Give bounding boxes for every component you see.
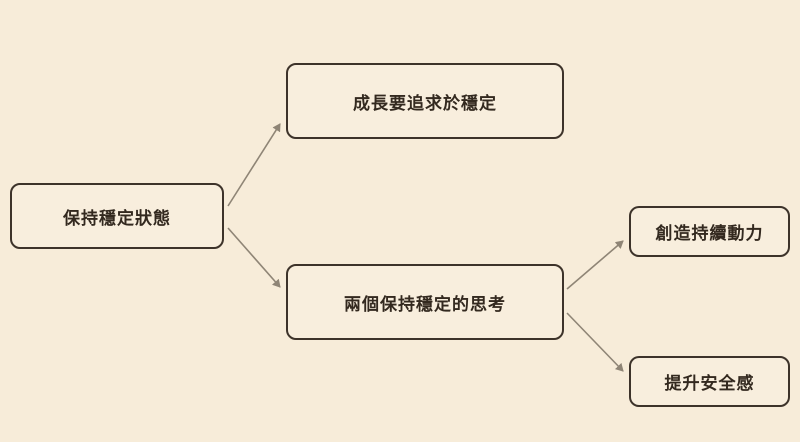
node-keep-stable-state[interactable]: 保持穩定狀態 — [10, 183, 224, 249]
node-increase-sense-of-safety[interactable]: 提升安全感 — [629, 356, 790, 407]
node-growth-pursue-stability[interactable]: 成長要追求於穩定 — [286, 63, 564, 139]
node-two-thoughts-on-stability[interactable]: 兩個保持穩定的思考 — [286, 264, 564, 340]
arrow-two-thoughts-to-safety — [566, 312, 624, 372]
node-create-lasting-motivation[interactable]: 創造持續動力 — [629, 206, 790, 257]
arrow-two-thoughts-to-motivation — [566, 240, 624, 290]
node-label: 創造持續動力 — [655, 224, 764, 243]
node-label: 保持穩定狀態 — [63, 208, 171, 228]
node-label: 兩個保持穩定的思考 — [344, 294, 506, 314]
node-label: 成長要追求於穩定 — [353, 93, 497, 113]
arrow-root-to-growth — [227, 123, 281, 207]
arrow-root-to-two-thoughts — [227, 227, 281, 288]
node-label: 提升安全感 — [664, 374, 755, 393]
